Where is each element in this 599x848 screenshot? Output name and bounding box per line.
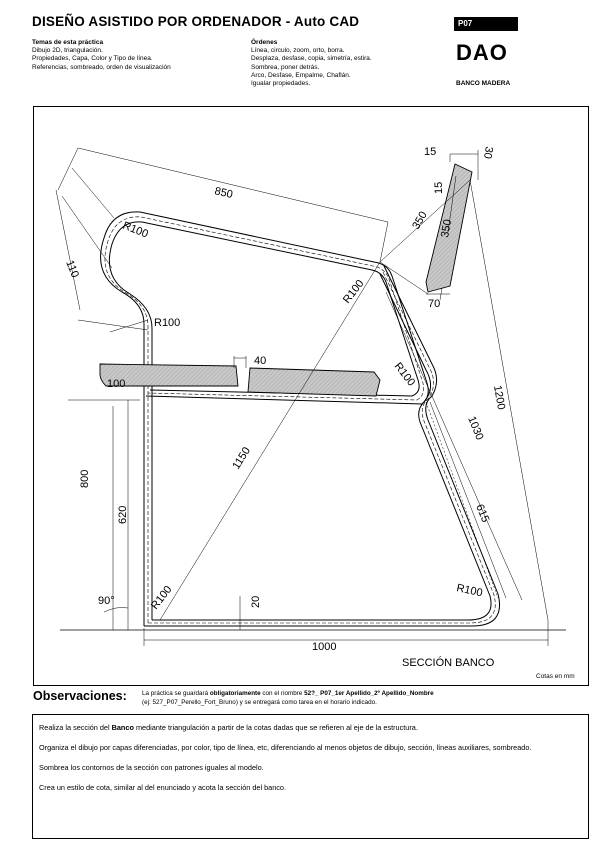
dim-30: 30 [481, 145, 495, 159]
dim-90-degrees: 90° [98, 595, 115, 607]
instruction-2: Organiza el dibujo por capas diferenciad… [39, 743, 532, 752]
drawing-frame [33, 106, 589, 686]
obs-text-line2: (ej: 527_P07_Perello_Fort_Bruno) y se en… [142, 698, 377, 706]
dim-15-top: 15 [424, 146, 436, 158]
dao-logo: DAO [456, 40, 508, 65]
dim-1200: 1200 [491, 384, 507, 410]
obs-file-name: 52?_ P07_1er Apellido_2º Apellido_Nombre [304, 690, 434, 697]
practice-code-badge: P07 [454, 17, 518, 31]
dimension-lines [55, 147, 549, 646]
obs-text-part: La práctica se guardará [142, 690, 210, 697]
dim-20: 20 [250, 596, 262, 608]
dim-850: 850 [213, 185, 234, 201]
dim-1000: 1000 [312, 641, 336, 653]
dim-1150: 1150 [230, 445, 253, 471]
dim-800: 800 [79, 470, 91, 488]
seat-slat-back [247, 367, 381, 397]
temas-heading: Temas de esta práctica [32, 39, 104, 46]
instructions-box: Realiza la sección del Banco mediante tr… [32, 714, 589, 839]
dim-r100-bottom-left: R100 [149, 584, 175, 612]
backrest-slat [425, 163, 473, 293]
ordenes-heading: Órdenes [251, 39, 278, 46]
dim-620: 620 [117, 506, 129, 524]
dim-1030: 1030 [465, 415, 485, 442]
temas-line: Referencias, sombreado, orden de visuali… [32, 63, 171, 71]
dim-r100-bottom-right: R100 [455, 582, 483, 599]
instruction-1: Realiza la sección del Banco mediante tr… [39, 723, 584, 733]
dim-r100-apex: R100 [341, 278, 367, 306]
ordenes-block: Órdenes Línea, circulo, zoom, orto, borr… [251, 39, 372, 88]
dim-350-diag: 350 [410, 210, 430, 232]
observaciones-text: La práctica se guardará obligatoriamente… [142, 690, 434, 707]
ordenes-line: Desplaza, desfase, copia, simetría, esti… [251, 55, 372, 63]
seat-slat-front [99, 363, 239, 387]
ordenes-line: Igualar propiedades. [251, 80, 311, 88]
obs-text-part: con el nombre [260, 690, 305, 697]
observaciones-title: Observaciones: [33, 689, 127, 703]
ordenes-line: Sombrea, poner detrás. [251, 63, 320, 71]
tube-frame [100, 211, 500, 627]
dim-100: 100 [107, 378, 125, 390]
temas-line: Dibujo 2D, triangulación. [32, 47, 103, 55]
dim-r100-seat-left: R100 [154, 317, 180, 329]
ordenes-line: Línea, circulo, zoom, orto, borra. [251, 47, 345, 55]
section-label: SECCIÓN BANCO [402, 656, 495, 669]
instruction-3: Sombrea los contornos de la sección con … [39, 763, 264, 772]
ordenes-line: Arco, Desfase, Empalme, Chaflán. [251, 71, 351, 79]
instruction-bold: Banco [111, 723, 134, 732]
units-note: Cotas en mm [536, 673, 575, 680]
instruction-text: mediante triangulación a partir de la co… [133, 723, 418, 732]
dim-110: 110 [63, 259, 81, 280]
obs-text-bold: obligatoriamente [209, 690, 261, 697]
instruction-text: Realiza la sección del [39, 723, 112, 732]
dim-350-slat: 350 [439, 218, 454, 238]
temas-line: Propiedades, Capa, Color y Tipo de línea… [32, 55, 153, 63]
page-title: DISEÑO ASISTIDO POR ORDENADOR - Auto CAD [32, 14, 360, 29]
dim-40: 40 [254, 355, 266, 367]
dim-15-side: 15 [433, 182, 445, 194]
exercise-subtitle: BANCO MADERA [456, 80, 511, 87]
temas-block: Temas de esta práctica Dibujo 2D, triang… [32, 39, 171, 72]
instruction-4: Crea un estilo de cota, similar al del e… [39, 783, 287, 792]
dim-70: 70 [428, 298, 440, 310]
